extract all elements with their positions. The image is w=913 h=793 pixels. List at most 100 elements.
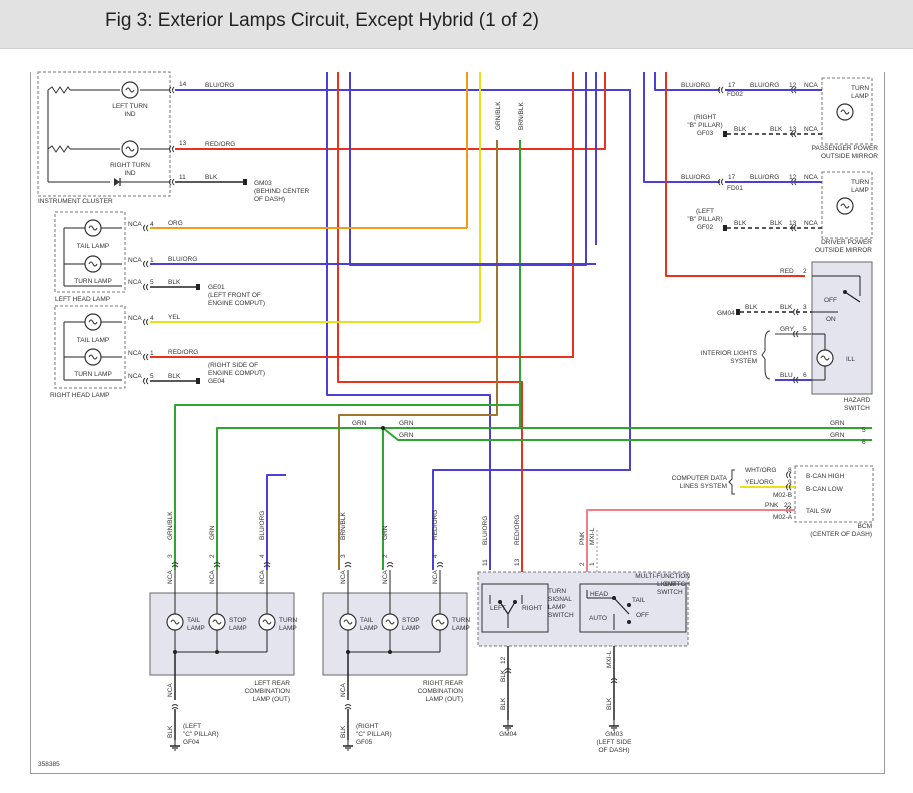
pin-label: 4	[150, 315, 154, 322]
wire-label: BLK	[205, 174, 218, 181]
pin-label: 5	[803, 326, 807, 333]
pin-label: 13	[514, 558, 521, 566]
lamp-label: TURN	[279, 617, 297, 624]
figure-header: Fig 3: Exterior Lamps Circuit, Except Hy…	[0, 0, 913, 49]
switch-arm	[499, 601, 509, 615]
wire-label: YEL	[168, 314, 181, 321]
bulb-filament-icon	[435, 619, 445, 625]
wire-label: GRN/BLK	[167, 511, 174, 540]
nca-label: NCA	[128, 257, 142, 264]
pin-label: 13	[789, 126, 797, 133]
interior-lights-label: SYSTEM	[730, 358, 757, 365]
pin-label: 11	[482, 559, 489, 566]
nca-label: NCA	[128, 221, 142, 228]
gf02-label: GF02	[697, 224, 714, 231]
connector-icon	[791, 130, 797, 138]
pin-label: 17	[728, 174, 736, 181]
passenger-mirror-box	[821, 77, 873, 145]
left-head-lamp-box	[54, 211, 126, 293]
pin-label: 3	[167, 554, 174, 558]
wire-label: BRN/BLK	[518, 102, 525, 130]
wire-red-org-13	[175, 72, 606, 150]
splice-dot	[388, 650, 392, 654]
pin-label: 13	[789, 220, 797, 227]
wire-grn-blk-vert-b	[174, 404, 521, 570]
wire-label: BLK	[500, 697, 507, 710]
hazard-off-label: OFF	[824, 297, 837, 304]
nca-label: NCA	[340, 683, 347, 697]
turn-lamp-label: TURN	[851, 179, 869, 186]
pin-label: 5	[862, 427, 866, 434]
wire-label: GRY	[780, 326, 795, 333]
wire-label: RED/ORG	[205, 141, 235, 148]
multi-function-label: MULTI-FUNCTION	[635, 573, 690, 580]
connector-icon	[386, 562, 394, 568]
pin-label: 4	[432, 554, 439, 558]
wire-label: GRN	[399, 432, 414, 439]
head-label: HEAD	[590, 591, 608, 598]
pin-label: 9	[788, 479, 792, 486]
connector-label: FD02	[727, 91, 743, 98]
connector-icon	[718, 178, 724, 186]
wire-label: RED/ORG	[432, 510, 439, 540]
wire-label: BRN/BLK	[340, 512, 347, 540]
wire-blu-org-driver	[643, 72, 720, 183]
wire-label: MXI-L	[589, 527, 596, 545]
gm03-bottom-label: (LEFT SIDE	[597, 739, 633, 746]
resistor-icon	[47, 145, 71, 153]
bulb-filament-icon	[385, 619, 395, 625]
ground-gf02-icon	[723, 225, 727, 231]
turn-signal-label: SWITCH	[548, 612, 574, 619]
turn-lamp-label: TURN LAMP	[74, 278, 112, 285]
wire-label: BLK	[780, 304, 793, 311]
wire-label: RED/ORG	[514, 515, 521, 545]
wire-label: BLK	[168, 279, 181, 286]
wire-label: BLU/ORG	[750, 174, 779, 181]
pin-label: 1	[150, 350, 154, 357]
pin-label: 12	[500, 656, 507, 664]
bulb-filament-icon	[820, 355, 830, 361]
connector-icon	[143, 224, 149, 232]
switch-arm	[507, 601, 516, 615]
ground-gf03-icon	[723, 131, 727, 137]
lamp-label: LAMP	[402, 625, 420, 632]
wire-label: BLU/ORG	[681, 174, 710, 181]
bulb-filament-icon	[88, 225, 98, 231]
wire-label: RED/ORG	[168, 349, 198, 356]
connector-icon	[171, 562, 179, 568]
pin-label: 4	[150, 221, 154, 228]
wire-label: GRN	[830, 432, 845, 439]
wire-blu-org-vert	[326, 72, 491, 570]
pin-label: 4	[259, 554, 266, 558]
computer-data-label: COMPUTER DATA	[672, 475, 728, 482]
lamp-label: STOP	[402, 617, 420, 624]
auto-label: AUTO	[589, 615, 607, 622]
lamp-label: LAMP	[279, 625, 297, 632]
brace-icon	[761, 330, 771, 380]
pin-label: 5	[150, 279, 154, 286]
right-rear-lamp-label: RIGHT REAR	[423, 680, 463, 687]
lamp-label: LAMP	[360, 625, 378, 632]
lamp-label: LAMP	[187, 625, 205, 632]
bcan-low-label: B-CAN LOW	[806, 486, 844, 493]
pin-label: 2	[209, 554, 216, 558]
pin-label: MXI-L	[606, 650, 613, 668]
gf03-label: GF03	[697, 130, 714, 137]
bulb-filament-icon	[840, 109, 850, 115]
connector-icon	[143, 353, 149, 361]
wire-label: YEL/ORG	[745, 479, 774, 486]
pin-label: 2	[803, 268, 807, 275]
ge01-label: GE01	[208, 284, 225, 291]
tail-sw-label: TAIL SW	[806, 508, 832, 515]
pin-label: 12	[789, 174, 797, 181]
gf05-label: (RIGHT	[356, 723, 378, 730]
splice-dot	[381, 426, 385, 430]
nca-label: NCA	[167, 570, 174, 584]
gm04-label: GM04	[717, 310, 735, 317]
connector-icon	[169, 178, 175, 186]
bulb-filament-icon	[125, 87, 135, 93]
gf02-label: (LEFT	[696, 208, 714, 215]
lamp-label: TURN	[452, 617, 470, 624]
pin-label: 22	[784, 502, 792, 509]
connector-label: M02-B	[773, 492, 792, 499]
